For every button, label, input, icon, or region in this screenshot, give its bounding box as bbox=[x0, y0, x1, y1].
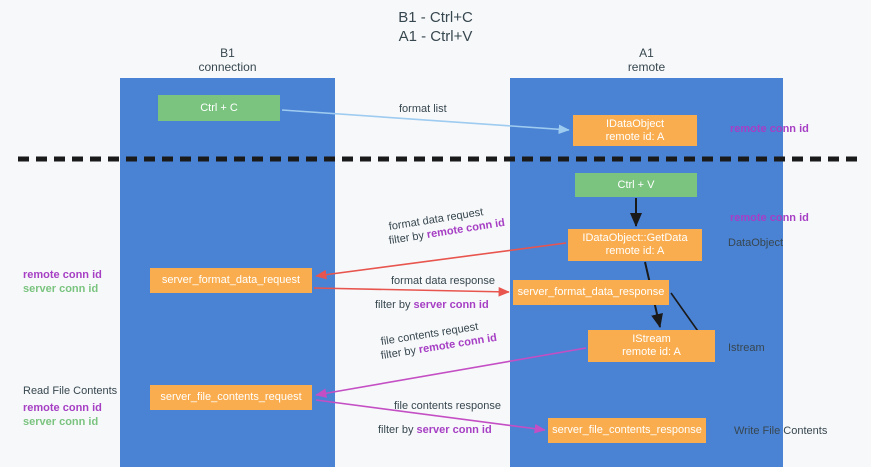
label-istream: Istream bbox=[728, 342, 765, 354]
legend-server-conn-id-lower: server conn id bbox=[23, 416, 99, 428]
label-read-file-contents: Read File Contents bbox=[23, 385, 118, 397]
legend-conn-ids-lower: remote conn id server conn id bbox=[23, 401, 102, 429]
node-fmt-resp-label: server_format_data_response bbox=[517, 286, 665, 298]
node-server-format-data-response[interactable]: server_format_data_response bbox=[513, 280, 669, 305]
node-idataobject[interactable]: IDataObject remote id: A bbox=[573, 115, 697, 146]
node-ctrl-v-label: Ctrl + V bbox=[617, 178, 655, 191]
server-conn-id-text-1: server conn id bbox=[413, 299, 489, 311]
node-fmt-req-label: server_format_data_request bbox=[161, 274, 301, 286]
node-getdata-label: IDataObject::GetData bbox=[582, 232, 688, 244]
node-server-file-contents-response[interactable]: server_file_contents_response bbox=[548, 418, 706, 443]
node-idataobject-label: IDataObject bbox=[605, 117, 665, 130]
node-ctrl-v[interactable]: Ctrl + V bbox=[575, 173, 697, 197]
swimlane-header-a1: A1 remote bbox=[627, 46, 666, 74]
label-remote-conn-id-mid: remote conn id bbox=[730, 212, 809, 224]
node-istream-label: IStream bbox=[632, 333, 671, 345]
label-file-contents-response: file contents response bbox=[394, 400, 502, 412]
node-file-req-label: server_file_contents_request bbox=[160, 391, 302, 403]
label-filter-by-server-conn-id-format: filter by server conn id bbox=[375, 298, 489, 312]
label-dataobject: DataObject bbox=[728, 237, 784, 249]
label-filter-by-server-conn-id-file: filter by server conn id bbox=[378, 423, 492, 437]
label-format-data-response: format data response bbox=[391, 275, 495, 287]
label-write-file-contents: Write File Contents bbox=[734, 425, 828, 437]
filter-by-text-2: filter by bbox=[375, 299, 414, 311]
swimlane-header-b1: B1 connection bbox=[198, 46, 257, 74]
node-getdata-sublabel: remote id: A bbox=[605, 245, 665, 257]
node-istream-sublabel: remote id: A bbox=[622, 346, 681, 358]
node-server-format-data-request[interactable]: server_format_data_request bbox=[150, 268, 312, 293]
node-idataobject-getdata[interactable]: IDataObject::GetData remote id: A bbox=[568, 229, 702, 261]
label-format-list: format list bbox=[399, 103, 447, 115]
server-conn-id-text-2: server conn id bbox=[416, 424, 492, 436]
node-server-file-contents-request[interactable]: server_file_contents_request bbox=[150, 385, 312, 410]
legend-server-conn-id-upper: server conn id bbox=[23, 283, 99, 295]
filter-by-text-4: filter by bbox=[378, 424, 417, 436]
legend-conn-ids-upper: remote conn id server conn id bbox=[23, 268, 102, 296]
label-remote-conn-id-top: remote conn id bbox=[730, 123, 809, 135]
diagram-title: B1 - Ctrl+C A1 - Ctrl+V bbox=[398, 9, 473, 45]
node-file-resp-label: server_file_contents_response bbox=[552, 424, 702, 436]
node-ctrl-c[interactable]: Ctrl + C bbox=[158, 95, 280, 121]
legend-remote-conn-id-upper: remote conn id bbox=[23, 269, 102, 281]
legend-remote-conn-id-lower: remote conn id bbox=[23, 402, 102, 414]
node-idataobject-sublabel: remote id: A bbox=[605, 130, 665, 143]
node-ctrl-c-label: Ctrl + C bbox=[200, 101, 238, 114]
node-istream[interactable]: IStream remote id: A bbox=[588, 330, 715, 362]
arrow-format-data-response bbox=[313, 286, 510, 297]
